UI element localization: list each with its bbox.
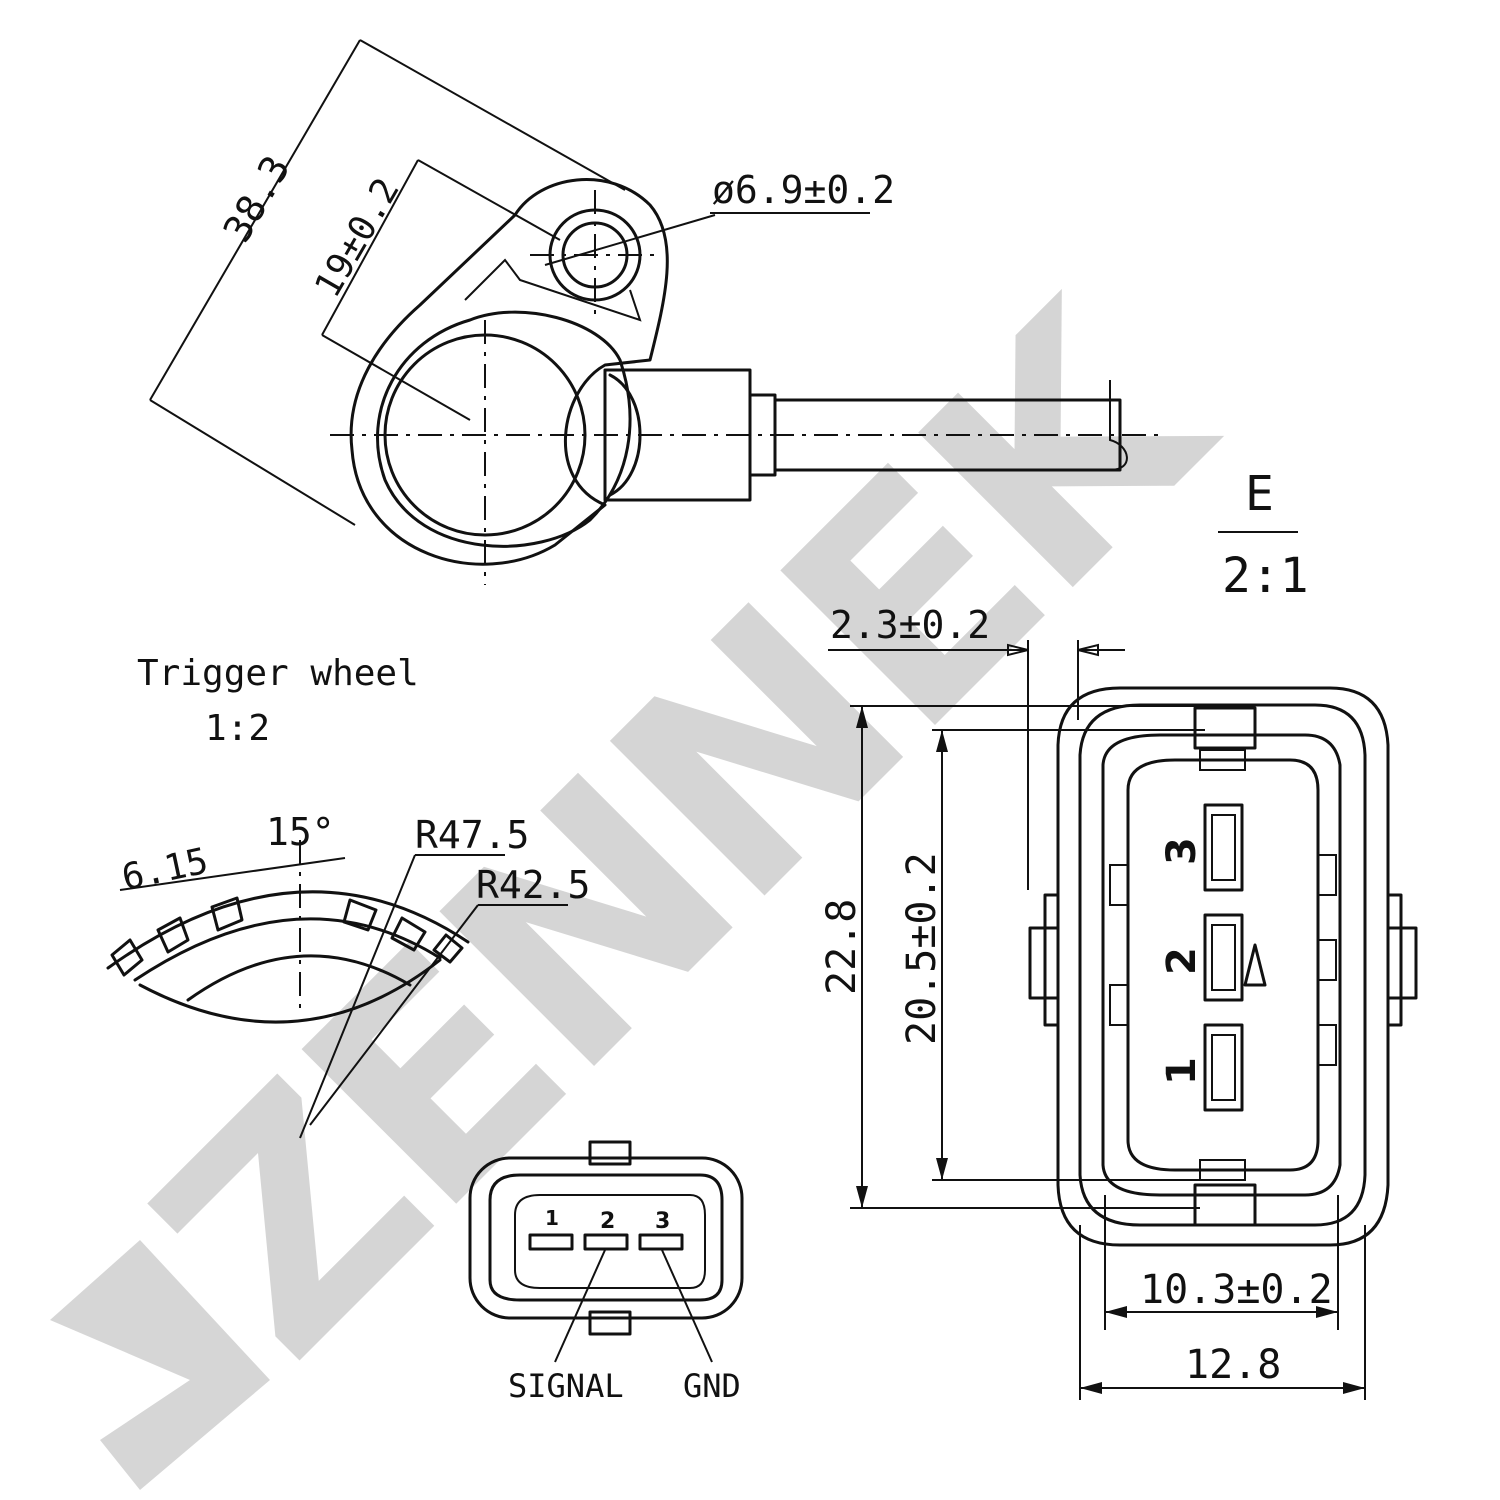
signal-label: SIGNAL: [508, 1367, 624, 1405]
wheel-teeth: [110, 896, 464, 977]
dim-top-offset: 2.3±0.2: [830, 603, 990, 647]
detail-scale: 2:1: [1222, 548, 1309, 604]
trigger-wheel: Trigger wheel 1:2 6.15 15° R47.5 R42.5: [106, 653, 590, 1139]
large-pin-label-2: 2: [1159, 947, 1205, 975]
large-pin-label-3: 3: [1159, 837, 1205, 865]
dim-outer-height: 22.8: [819, 899, 865, 995]
connector-inner-housing: [1101, 733, 1342, 1197]
sensor-web: [464, 258, 642, 322]
dim-overall-length: 38.3: [215, 148, 299, 249]
small-pin-1: [528, 1233, 574, 1251]
small-pin-2: [583, 1233, 629, 1251]
wheel-inner-arc: [133, 917, 442, 982]
connector-detail-view: 3 2 1 2.3±0.2 22.8 20.5±0.2: [819, 603, 1418, 1400]
detail-label: E 2:1: [1218, 466, 1309, 604]
connector-front-view: 1 2 3 SIGNAL GND: [468, 1140, 744, 1405]
dim-inner-height: 20.5±0.2: [899, 852, 945, 1045]
watermark: ZENNEK: [50, 238, 1276, 1490]
tooth-width: 6.15: [118, 841, 211, 899]
dim-outer-width: 12.8: [1185, 1342, 1281, 1388]
sensor-body-inner: [376, 310, 632, 548]
small-pin-label-3: 3: [655, 1209, 670, 1234]
large-pin-2: [1203, 913, 1244, 1002]
watermark-chevron: [50, 1240, 270, 1490]
large-pin-3: [1203, 803, 1244, 892]
large-pin-label-1: 1: [1159, 1057, 1205, 1085]
connector-outer-shell: [1056, 686, 1390, 1247]
small-pin-3: [638, 1233, 684, 1251]
outer-radius: R47.5: [415, 813, 529, 857]
large-pin-1: [1203, 1023, 1244, 1112]
trigger-wheel-scale: 1:2: [205, 708, 270, 749]
dim-hole-offset: 19±0.2: [307, 171, 408, 304]
inner-radius: R42.5: [476, 863, 590, 907]
pin-marker: [1243, 943, 1267, 987]
dim-inner-width: 10.3±0.2: [1140, 1267, 1333, 1313]
dim-hole-diameter: ø6.9±0.2: [712, 168, 895, 212]
wheel-lower-arc: [138, 958, 442, 1024]
small-pin-label-2: 2: [600, 1209, 615, 1234]
trigger-wheel-title: Trigger wheel: [137, 653, 419, 694]
wheel-hub-arc: [186, 954, 412, 1002]
tooth-angle: 15°: [266, 810, 335, 854]
sensor-body-outline: [349, 178, 669, 566]
small-pin-label-1: 1: [545, 1206, 559, 1230]
detail-letter: E: [1245, 466, 1274, 522]
gnd-label: GND: [683, 1367, 741, 1405]
